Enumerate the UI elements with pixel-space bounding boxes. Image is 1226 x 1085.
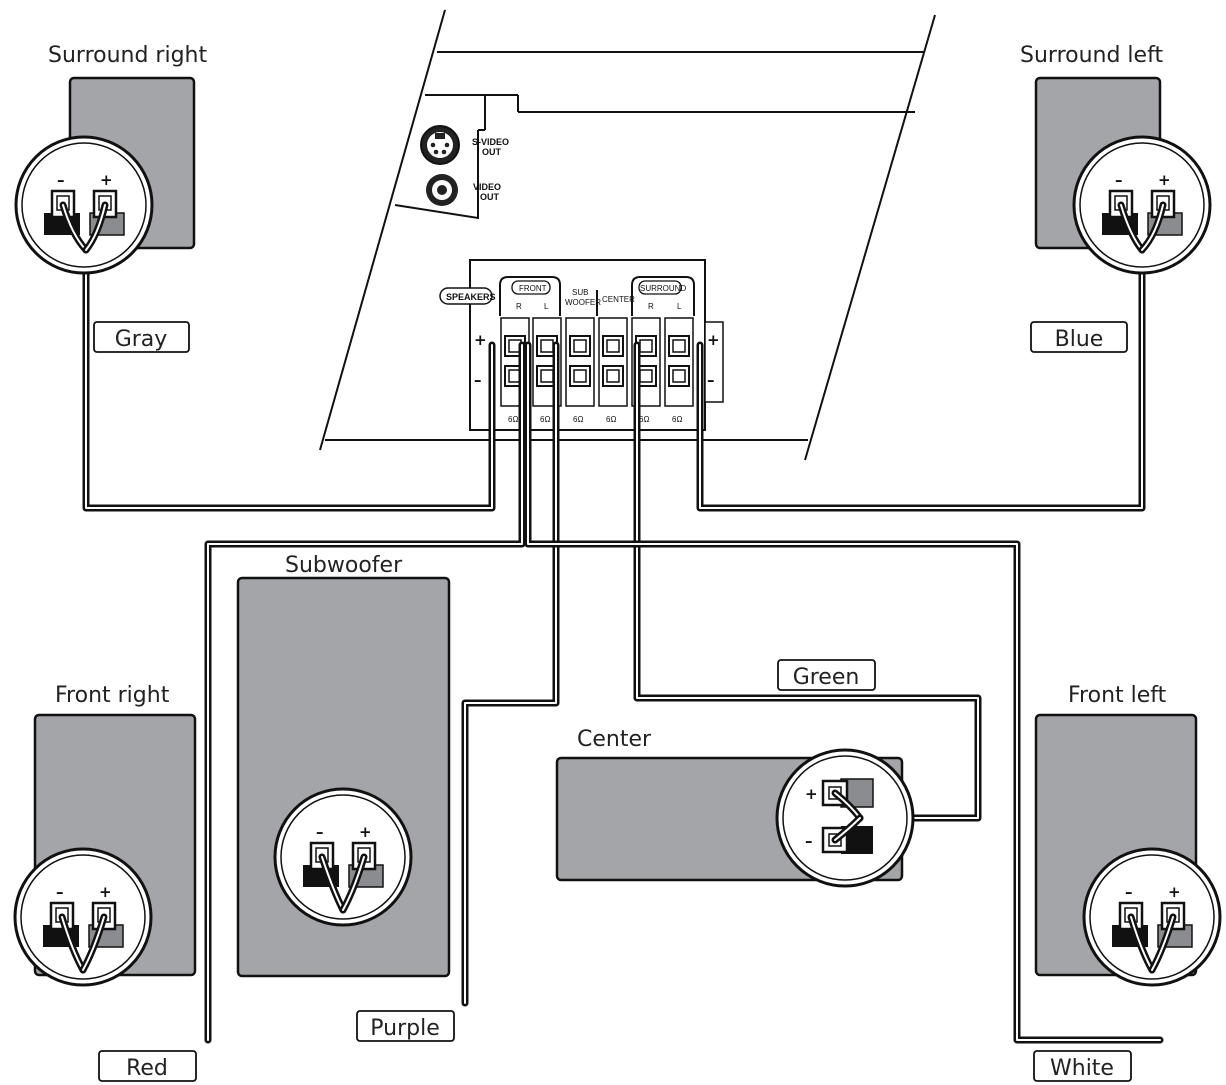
surround-l-label: L — [677, 302, 682, 311]
surround-left-terminal-disc: –+ — [1072, 135, 1212, 275]
plus-sign: + — [100, 171, 113, 189]
unit-terminal-pair[interactable]: 6Ω — [664, 317, 694, 424]
wire-tag-white: White — [1033, 1050, 1132, 1082]
center-terminal-disc: +– — [775, 748, 915, 888]
minus-marker-left: – — [474, 371, 482, 389]
sub-label-2: WOOFER — [565, 298, 601, 307]
ohm-label: 6Ω — [639, 415, 649, 424]
front-label: FRONT — [519, 284, 547, 293]
surround-left-caption: Surround left — [1020, 43, 1163, 68]
speaker-wires — [82, 241, 1164, 1044]
front-left-caption: Front left — [1068, 683, 1167, 708]
wire-red — [204, 341, 526, 1044]
video-label-2: OUT — [480, 192, 500, 202]
minus-sign: – — [1125, 883, 1133, 901]
wire-end — [1138, 201, 1167, 254]
ohm-label: 6Ω — [573, 415, 583, 424]
wire-tag-red: Red — [98, 1050, 197, 1082]
sub-label-1: SUB — [572, 288, 588, 297]
wire-tag-green: Green — [777, 659, 876, 691]
plus-sign: + — [1168, 883, 1181, 901]
center-caption: Center — [577, 727, 652, 752]
wire-tag-green-text: Green — [793, 665, 860, 690]
svideo-label-1: S-VIDEO — [472, 137, 509, 147]
unit-terminal-pair[interactable]: 6Ω — [598, 317, 628, 424]
plus-sign: + — [805, 785, 818, 803]
front-r-label: R — [516, 302, 522, 311]
minus-sign: – — [805, 832, 813, 850]
plus-marker-right: + — [707, 331, 720, 349]
front-left-terminal-disc: –+ — [1082, 847, 1222, 987]
wire-purple — [461, 341, 560, 1007]
wire-terminal-ends — [58, 201, 1177, 974]
center-label: CENTER — [602, 295, 635, 304]
wire-white — [524, 341, 1164, 1044]
plus-marker-left: + — [474, 331, 487, 349]
speaker-terminal-block: SPEAKERS FRONT SURROUND SUB WOOFER CENTE… — [439, 259, 724, 431]
front-right-caption: Front right — [55, 683, 170, 708]
video-out-jack — [426, 174, 458, 206]
svideo-out-jack — [420, 125, 460, 165]
wire-end — [1148, 913, 1177, 974]
wire-tag-blue-text: Blue — [1055, 327, 1104, 352]
video-label-1: VIDEO — [473, 182, 501, 192]
wire-end — [831, 814, 864, 844]
plus-sign: + — [1158, 171, 1171, 189]
unit-terminal-pair[interactable]: 6Ω — [565, 317, 595, 424]
ohm-label: 6Ω — [540, 415, 550, 424]
wire-end — [82, 201, 109, 254]
minus-sign: – — [316, 823, 324, 841]
plus-sign: + — [359, 823, 372, 841]
wire-gray — [82, 241, 496, 512]
speakers-badge-text: SPEAKERS — [446, 292, 496, 302]
wire-end — [79, 913, 108, 974]
surround-right-caption: Surround right — [48, 43, 207, 68]
wire-tag-gray-text: Gray — [115, 327, 168, 352]
wire-tag-white-text: White — [1050, 1056, 1114, 1081]
wire-tag-blue: Blue — [1030, 321, 1128, 353]
minus-marker-right: – — [707, 371, 715, 389]
surround-label: SURROUND — [640, 284, 686, 293]
ohm-label: 6Ω — [672, 415, 682, 424]
plus-sign: + — [99, 883, 112, 901]
speakers-badge — [439, 287, 493, 305]
front-right-terminal-disc: –+ — [13, 847, 153, 987]
ohm-label: 6Ω — [606, 415, 616, 424]
svideo-label-2: OUT — [482, 147, 502, 157]
wire-tag-gray: Gray — [93, 321, 190, 353]
surround-r-label: R — [648, 302, 654, 311]
main-unit-rear-panel: S-VIDEO OUT VIDEO OUT SPEAKERS FRONT SUR… — [319, 9, 936, 461]
wire-tag-purple: Purple — [356, 1010, 455, 1042]
wire-blue — [696, 241, 1146, 512]
minus-sign: – — [56, 883, 64, 901]
minus-sign: – — [57, 171, 65, 189]
ohm-label: 6Ω — [508, 415, 518, 424]
front-l-label: L — [544, 302, 549, 311]
wire-green — [633, 341, 982, 822]
minus-sign: – — [1115, 171, 1123, 189]
wire-tag-purple-text: Purple — [370, 1016, 439, 1041]
subwoofer-caption: Subwoofer — [285, 553, 403, 578]
wire-tag-red-text: Red — [126, 1056, 168, 1081]
wire-end — [339, 853, 368, 914]
